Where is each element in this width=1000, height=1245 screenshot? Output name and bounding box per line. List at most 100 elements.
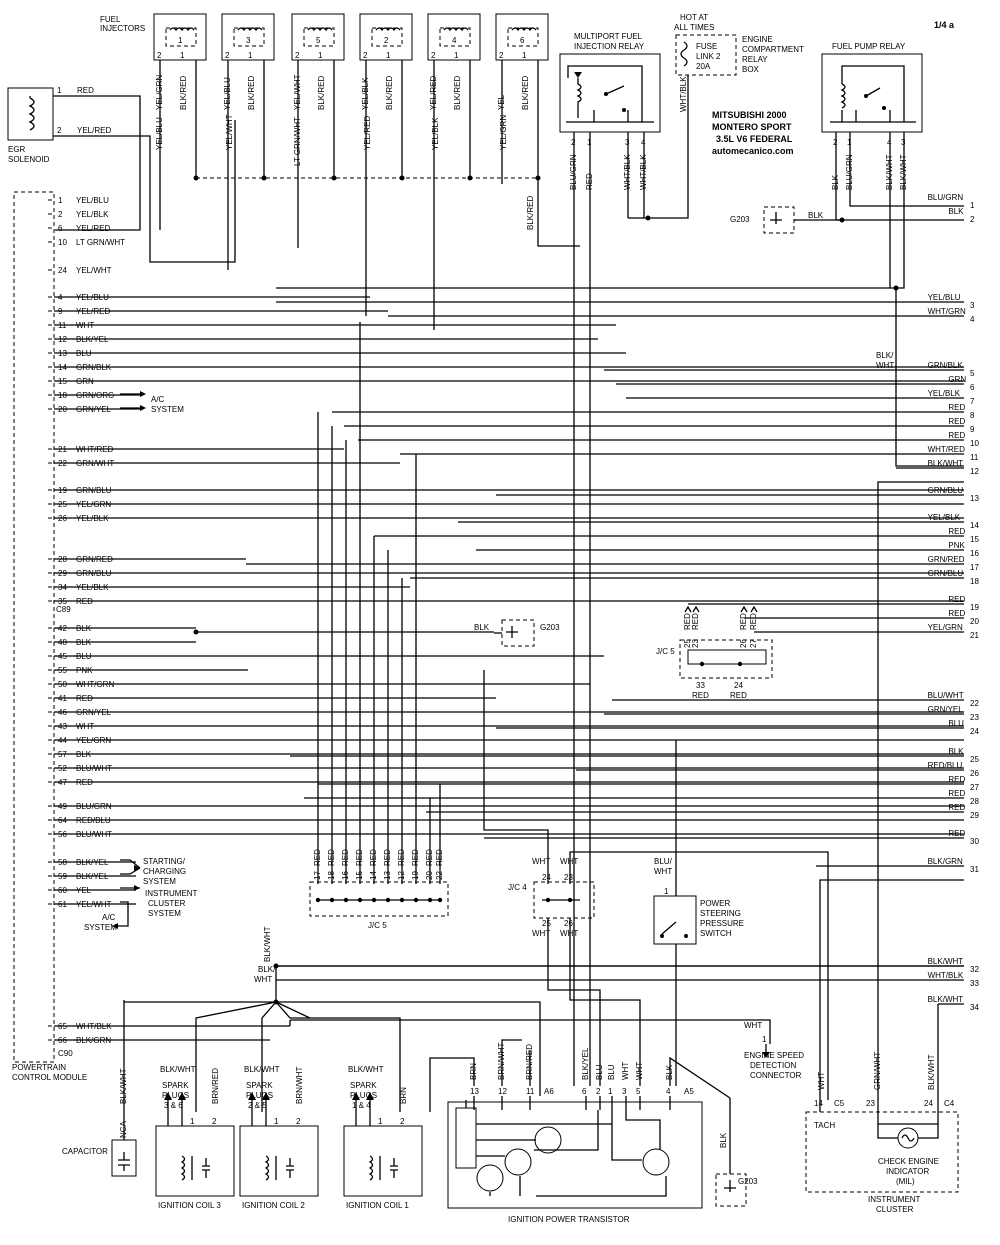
jc4-top-pin: 23 bbox=[564, 873, 573, 882]
transistor-icon-4 bbox=[642, 1148, 670, 1176]
g203-bottom-label: G203 bbox=[738, 1177, 758, 1186]
g203-bottom-wire: BLK bbox=[719, 1132, 728, 1148]
starting-line-3: SYSTEM bbox=[143, 877, 176, 886]
right-connector-number: 2 bbox=[970, 215, 975, 224]
coil-label: IGNITION COIL 1 bbox=[346, 1201, 409, 1210]
injector-number: 3 bbox=[246, 36, 251, 45]
right-connector-number: 12 bbox=[970, 467, 979, 476]
g203-top-label: G203 bbox=[730, 215, 750, 224]
right-connector-number: 21 bbox=[970, 631, 979, 640]
right-connector-number: 10 bbox=[970, 439, 979, 448]
egr-pin-2: 2 bbox=[57, 126, 62, 135]
ac-system-1-line-2: SYSTEM bbox=[151, 405, 184, 414]
jc5r-bottom-pin: 33 bbox=[696, 681, 705, 690]
transistor-pin: 6 bbox=[582, 1087, 587, 1096]
system-arrows-bottom: STARTING/ CHARGING SYSTEM INSTRUMENT CLU… bbox=[84, 857, 198, 932]
fuse-line-2: LINK 2 bbox=[696, 52, 721, 61]
relay-box-line-3: RELAY bbox=[742, 55, 768, 64]
transistor-wire: BLK/YEL bbox=[581, 1047, 590, 1080]
egr-wire-1: RED bbox=[77, 86, 94, 95]
coil-pin: 1 bbox=[190, 1117, 195, 1126]
mid-wire-6: YEL/GRN bbox=[499, 115, 508, 150]
spark-plugs-line-1: SPARK bbox=[162, 1081, 189, 1090]
spark-plugs-line-3: 1 & 4 bbox=[352, 1101, 371, 1110]
relay-box-outline bbox=[675, 34, 737, 76]
injector-pin: 1 bbox=[386, 51, 391, 60]
cluster-pin-23: 23 bbox=[866, 1099, 875, 1108]
right-connector-wire: BLK/WHT bbox=[928, 459, 964, 468]
jc5-bottom: J/C 5 17RED18RED16RED15RED14RED13RED12RE… bbox=[309, 849, 449, 930]
egr-solenoid: EGR SOLENOID 1 RED 2 YEL/RED bbox=[7, 86, 236, 263]
fuel-injectors-label-1: FUEL bbox=[100, 15, 121, 24]
pcm-pin-wire: YEL/WHT bbox=[76, 266, 112, 275]
instrument-cluster: TACH CHECK ENGINE INDICATOR (MIL) INSTRU… bbox=[805, 1052, 959, 1214]
fuse-wire-label: WHT/BLK bbox=[679, 76, 688, 112]
jc5r-top-pin: 25 bbox=[683, 639, 692, 648]
injector-wire-power: BLK/RED bbox=[385, 76, 394, 110]
coil-pin: 1 bbox=[378, 1117, 383, 1126]
right-connector-wire: RED bbox=[948, 431, 965, 440]
right-connector-number: 26 bbox=[970, 769, 979, 778]
fuse-line-1: FUSE bbox=[696, 42, 717, 51]
mid-wire-4: YEL/RED bbox=[363, 116, 372, 150]
jc5r-bottom-wire: RED bbox=[692, 691, 709, 700]
right-connector-wire: BLK bbox=[948, 207, 964, 216]
coil-capacitor-icon bbox=[390, 1158, 398, 1178]
coil-icon bbox=[368, 1155, 381, 1181]
right-connector-wire: RED bbox=[948, 803, 965, 812]
egr-label-2: SOLENOID bbox=[8, 155, 50, 164]
right-connector-number: 6 bbox=[970, 383, 975, 392]
jc4-top-wire: WHT bbox=[560, 857, 578, 866]
right-connector-number: 25 bbox=[970, 755, 979, 764]
fuse-icon bbox=[680, 41, 688, 67]
hot-at-label-2: ALL TIMES bbox=[674, 23, 714, 32]
connector-arrow-icon bbox=[740, 605, 748, 613]
injector-number: 2 bbox=[384, 36, 389, 45]
right-connector-number: 1 bbox=[970, 201, 975, 210]
pcm-label-2: CONTROL MODULE bbox=[12, 1073, 87, 1082]
blk-wht-splice-2: WHT bbox=[254, 975, 272, 984]
cluster-conn-c5: C5 bbox=[834, 1099, 845, 1108]
jc5r-top-wire: RED bbox=[683, 613, 692, 630]
right-connector-number: 18 bbox=[970, 577, 979, 586]
spark-plugs-line-3: 3 & 6 bbox=[164, 1101, 183, 1110]
transistor-pin: 4 bbox=[666, 1087, 671, 1096]
mil-label-1: CHECK ENGINE bbox=[878, 1157, 939, 1166]
switch-icon bbox=[661, 921, 677, 935]
jc5r-bottom-pin: 24 bbox=[734, 681, 743, 690]
transistor-icon-3 bbox=[476, 1164, 504, 1192]
g203-mid-label: G203 bbox=[540, 623, 560, 632]
right-connector-wire: RED bbox=[948, 789, 965, 798]
cluster-conn-c4: C4 bbox=[944, 1099, 955, 1108]
mfi-relay-box bbox=[559, 53, 661, 133]
coil-wire-out: BRN/WHT bbox=[295, 1067, 304, 1104]
right-connector-wire: BLK/WHT bbox=[928, 957, 964, 966]
right-connector-number: 14 bbox=[970, 521, 979, 530]
mid-wire-2: YEL/WHT bbox=[225, 114, 234, 150]
ps-pin: 1 bbox=[664, 887, 669, 896]
connector-arrow-icon bbox=[684, 605, 692, 613]
coil-wire-in: BLK/WHT bbox=[348, 1065, 384, 1074]
egr-coil-icon bbox=[28, 97, 35, 131]
header-line-1: MITSUBISHI 2000 bbox=[712, 110, 787, 120]
right-connector-number: 22 bbox=[970, 699, 979, 708]
page-label: 1/4 a bbox=[934, 20, 955, 30]
relay-box-line-2: COMPARTMENT bbox=[742, 45, 804, 54]
ps-label-1: POWER bbox=[700, 899, 730, 908]
transistor-pin: 12 bbox=[498, 1087, 507, 1096]
fuel-pump-relay-label: FUEL PUMP RELAY bbox=[832, 42, 906, 51]
g203-top-wire: BLK bbox=[808, 211, 824, 220]
egr-pin-1: 1 bbox=[57, 86, 62, 95]
engine-speed-detection-connector: WHT 1 ENGINE SPEED DETECTION CONNECTOR bbox=[744, 1021, 804, 1080]
mid-wire-7: BLK/RED bbox=[526, 196, 535, 230]
transistor-pin: 1 bbox=[608, 1087, 613, 1096]
mfi-relay-label-1: MULTIPORT FUEL bbox=[574, 32, 643, 41]
relay-box-line-4: BOX bbox=[742, 65, 760, 74]
fuse-line-3: 20A bbox=[696, 62, 711, 71]
mil-label-3: (MIL) bbox=[896, 1177, 915, 1186]
wiring-lines bbox=[54, 60, 964, 1112]
injector-number: 4 bbox=[452, 36, 457, 45]
pcm-label-1: POWERTRAIN bbox=[12, 1063, 66, 1072]
ac-system-2-line-1: A/C bbox=[102, 913, 116, 922]
